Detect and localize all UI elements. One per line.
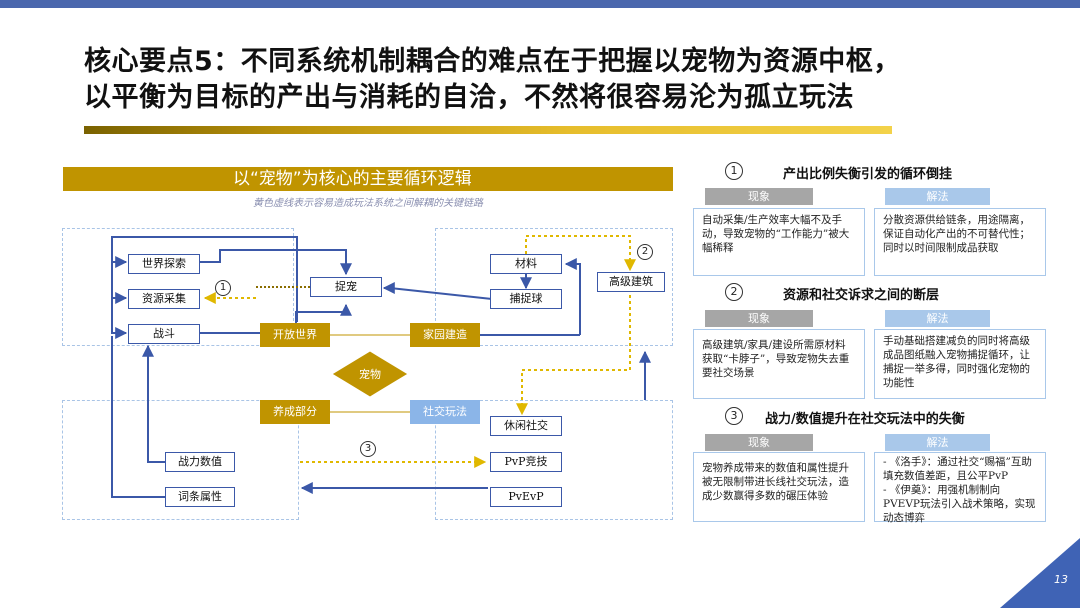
section-3-title: 战力/数值提升在社交玩法中的失衡 <box>765 412 965 427</box>
title-line-1: 核心要点5：不同系统机制耦合的难点在于把握以宠物为资源中枢， <box>84 46 901 77</box>
node-pet-catch: 捉宠 <box>310 277 382 297</box>
section-2-phenomenon: 高级建筑/家具/建设所需原材料获取“卡脖子”，导致宠物失去重要社交场景 <box>693 329 865 399</box>
section-2-number: 2 <box>725 283 743 301</box>
zone-nurture <box>62 400 299 520</box>
section-1-phenomenon-label: 现象 <box>705 188 813 205</box>
node-resource-gather: 资源采集 <box>128 289 200 309</box>
node-combat-value: 战力数值 <box>165 452 235 472</box>
title-underline-bar <box>84 126 892 134</box>
section-2-phenomenon-label: 现象 <box>705 310 813 327</box>
diagram-note: 黄色虚线表示容易造成玩法系统之间解耦的关键链路 <box>253 198 483 209</box>
title-line-2: 以平衡为目标的产出与消耗的自洽，不然将很容易沦为孤立玩法 <box>84 82 854 113</box>
section-3-phenomenon-label: 现象 <box>705 434 813 451</box>
diagram-header: 以“宠物”为核心的主要循环逻辑 <box>63 167 673 191</box>
section-3-solution-label: 解法 <box>885 434 990 451</box>
hub-open-world: 开放世界 <box>260 323 330 347</box>
hub-home-build: 家园建造 <box>410 323 480 347</box>
section-1-solution-label: 解法 <box>885 188 990 205</box>
pet-hub-diamond <box>331 350 409 398</box>
hub-nurture: 养成部分 <box>260 400 330 424</box>
section-2-solution: 手动基础搭建减负的同时将高级成品图纸融入宠物捕捉循环，让捕捉一举多得，同时强化宠… <box>874 329 1046 399</box>
hub-pet-label: 宠物 <box>359 368 381 381</box>
marker-1: 1 <box>215 280 231 296</box>
node-casual-social: 休闲社交 <box>490 416 562 436</box>
section-1-phenomenon: 自动采集/生产效率大幅不及手动，导致宠物的“工作能力”被大幅稀释 <box>693 208 865 276</box>
node-battle: 战斗 <box>128 324 200 344</box>
node-pvp: PvP竞技 <box>490 452 562 472</box>
section-2-solution-label: 解法 <box>885 310 990 327</box>
top-accent-bar <box>0 0 1080 8</box>
section-2-title: 资源和社交诉求之间的断层 <box>783 288 940 303</box>
section-3-solution: - 《洛手》：通过社交“赐福”互助填充数值差距，且公平PvP - 《伊奠》：用强… <box>874 452 1046 524</box>
hub-social-play: 社交玩法 <box>410 400 480 424</box>
section-3-phenomenon: 宠物养成带来的数值和属性提升被无限制带进长线社交玩法，造成少数赢得多数的碾压体验 <box>693 452 865 522</box>
node-affix-attr: 词条属性 <box>165 487 235 507</box>
node-capture-ball: 捕捉球 <box>490 289 562 309</box>
section-3-number: 3 <box>725 407 743 425</box>
page-number: 13 <box>1054 573 1068 586</box>
section-1-number: 1 <box>725 162 743 180</box>
node-material: 材料 <box>490 254 562 274</box>
node-advanced-build: 高级建筑 <box>597 272 665 292</box>
page-title: 核心要点5：不同系统机制耦合的难点在于把握以宠物为资源中枢， 以平衡为目标的产出… <box>84 44 1044 116</box>
section-1-title: 产出比例失衡引发的循环倒挂 <box>783 167 953 182</box>
corner-triangle <box>1000 538 1080 608</box>
marker-3: 3 <box>360 441 376 457</box>
marker-2: 2 <box>637 244 653 260</box>
node-pvevp: PvEvP <box>490 487 562 507</box>
section-1-solution: 分散资源供给链条，用途隔离，保证自动化产出的不可替代性；同时以时间限制成品获取 <box>874 208 1046 276</box>
node-world-explore: 世界探索 <box>128 254 200 274</box>
